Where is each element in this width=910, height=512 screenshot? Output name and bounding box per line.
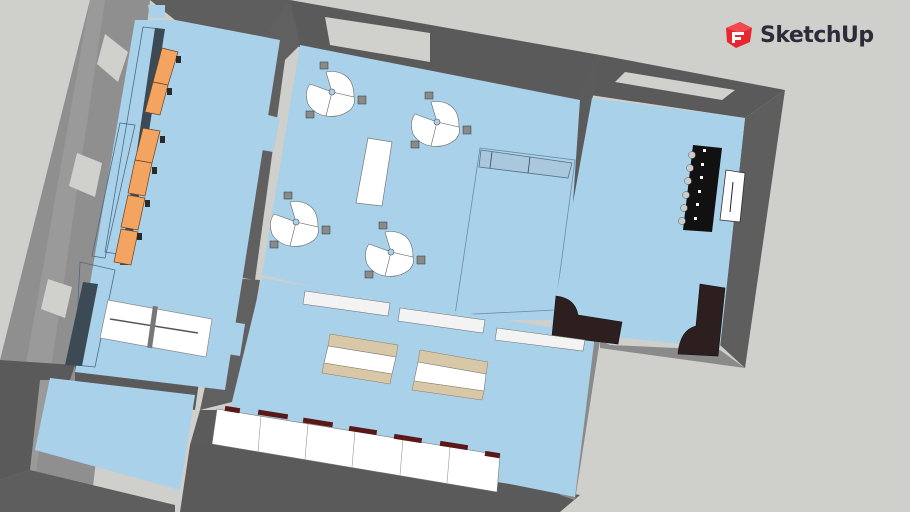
chair-icon: [160, 136, 165, 143]
orange-desk: [127, 159, 153, 197]
brand-name: SketchUp: [760, 22, 874, 48]
bench-table: [321, 333, 399, 385]
pod-workstation: [269, 191, 331, 249]
floor-corridor: [35, 378, 195, 490]
sketchup-brand: SketchUp: [724, 20, 874, 50]
window: [325, 17, 430, 62]
left-room-furniture: [65, 26, 213, 368]
white-cabinet: [719, 169, 746, 223]
glass-partition: [478, 149, 573, 179]
chair-icon: [152, 167, 157, 174]
chair-icon: [145, 200, 150, 207]
central-room-furniture: [269, 61, 573, 279]
right-room-furniture: [551, 145, 746, 357]
bench-table: [411, 349, 489, 401]
lower-room-furniture: [211, 290, 586, 493]
orange-desk: [120, 194, 146, 231]
chair-icon: [137, 233, 142, 240]
desk-chairs: [678, 151, 696, 225]
orange-desk-group: [113, 47, 181, 266]
lab-counter-row: [211, 405, 501, 493]
orange-desk: [113, 228, 139, 266]
pod-workstation: [410, 91, 472, 149]
window: [97, 34, 128, 82]
pod-workstation: [364, 221, 426, 279]
floor-left-room: [75, 20, 280, 390]
window: [615, 72, 735, 100]
orange-desk: [144, 81, 169, 116]
sofa-left: [551, 295, 623, 345]
window: [69, 153, 102, 197]
white-double-workstation: [65, 261, 213, 368]
sofa-right: [677, 283, 726, 357]
chair-icon: [167, 88, 172, 95]
window: [41, 279, 72, 318]
chair-icon: [176, 56, 181, 63]
cabinet-row: [302, 290, 586, 352]
white-table: [355, 137, 393, 207]
pod-workstation: [305, 61, 367, 119]
sketchup-logo-icon: [726, 22, 752, 48]
